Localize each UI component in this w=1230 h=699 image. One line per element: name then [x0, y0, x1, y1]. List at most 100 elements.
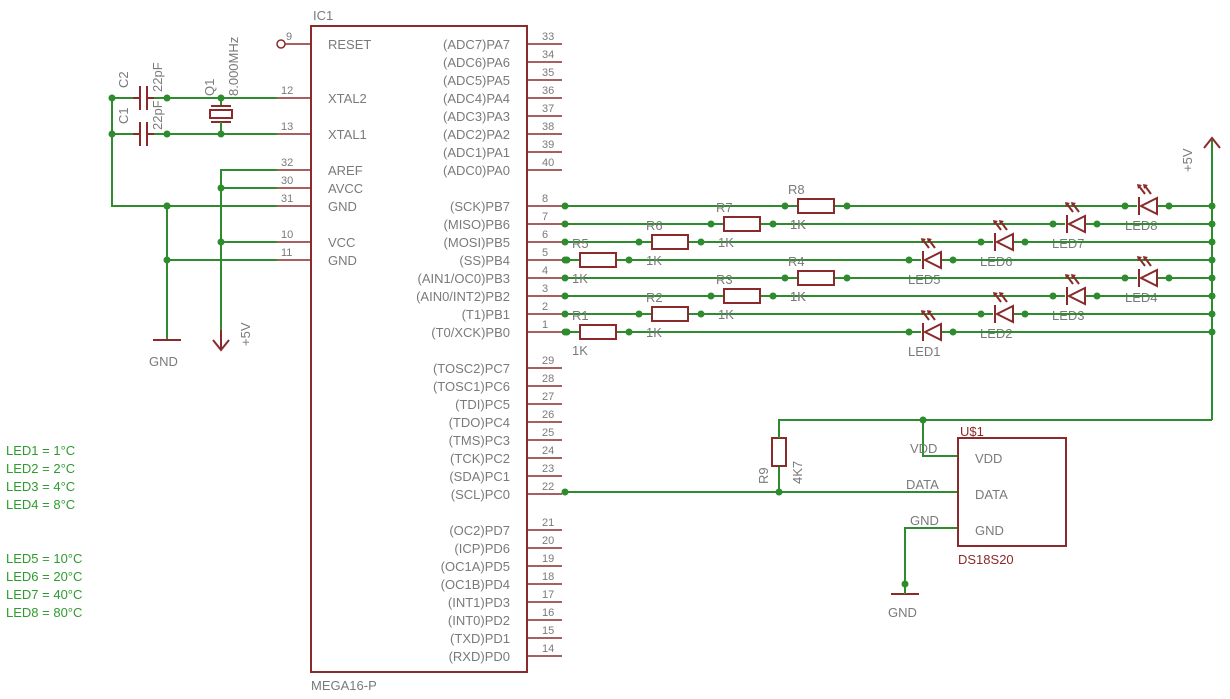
vcc-arrow-right — [1203, 136, 1221, 149]
ic1-mega16: IC1 MEGA16-P 9 RESET 12 XTAL2 13 XTAL1 3… — [276, 8, 562, 693]
c2-ref: C2 — [116, 71, 131, 88]
resistor-value: 1K — [790, 217, 806, 232]
q1-ref: Q1 — [202, 79, 217, 96]
resistor-value: 1K — [790, 289, 806, 304]
capacitor-c1 — [133, 122, 154, 146]
pin-num: 13 — [281, 121, 293, 133]
pin-name: XTAL2 — [328, 91, 367, 106]
pin-name: GND — [328, 253, 357, 268]
pin-name: (OC1A)PD5 — [441, 559, 510, 574]
capacitor-c2 — [133, 86, 154, 110]
resistor-r1 — [579, 324, 617, 340]
led-resistor-network: R8LED8R71KLED7R61KLED6R51KLED5R4LED4R31K… — [561, 182, 1216, 359]
pin-name: (MOSI)PB5 — [444, 235, 510, 250]
led-led1 — [921, 310, 942, 342]
ic1-right-pins: 33(ADC7)PA734(ADC6)PA635(ADC5)PA536(ADC4… — [416, 31, 562, 664]
pin-num: 38 — [542, 121, 554, 133]
pin-num: 1 — [542, 319, 548, 331]
pin-name: (SS)PB4 — [459, 253, 510, 268]
led-label: LED5 — [908, 272, 941, 287]
pin-name: GND — [328, 199, 357, 214]
resistor-r6 — [651, 234, 689, 250]
pin-num: 22 — [542, 481, 554, 493]
pin-name: (TDO)PC4 — [449, 415, 510, 430]
led-label: LED6 — [980, 254, 1013, 269]
pin-num: 30 — [281, 175, 293, 187]
sensor-net-vdd: VDD — [910, 441, 937, 456]
gnd-label-sensor: GND — [888, 605, 917, 620]
sensor-ref: U$1 — [960, 424, 984, 439]
resistor-r7 — [723, 216, 761, 232]
q1-value: 8.000MHz — [226, 37, 241, 96]
resistor-ref: R3 — [716, 272, 733, 287]
pin-num: 12 — [281, 85, 293, 97]
c2-value: 22pF — [150, 62, 165, 92]
led-led6 — [993, 220, 1014, 252]
pin-num: 17 — [542, 589, 554, 601]
pin-name: (AIN1/OC0)PB3 — [418, 271, 510, 286]
pin-name: (INT1)PD3 — [448, 595, 510, 610]
pin-num: 26 — [542, 409, 554, 421]
led-label: LED3 — [1052, 308, 1085, 323]
resistor-r4 — [797, 270, 835, 286]
resistor-value: 1K — [718, 307, 734, 322]
pin-name: (INT0)PD2 — [448, 613, 510, 628]
legend-line: LED6 = 20°C — [6, 569, 82, 584]
pin-name: (T1)PB1 — [462, 307, 510, 322]
ic1-ref: IC1 — [313, 8, 333, 23]
pin-name: (TXD)PD1 — [450, 631, 510, 646]
resistor-value: 1K — [646, 253, 662, 268]
led-label: LED2 — [980, 326, 1013, 341]
pin-name: (TOSC2)PC7 — [433, 361, 510, 376]
resistor-r9 — [771, 437, 787, 467]
pin-name: (ADC5)PA5 — [443, 73, 510, 88]
sensor-net-gnd: GND — [910, 513, 939, 528]
pin-name: (ICP)PD6 — [454, 541, 510, 556]
vcc-label-left: +5V — [238, 322, 253, 346]
pin-num: 28 — [542, 373, 554, 385]
pin-num: 31 — [281, 193, 293, 205]
pin-num: 10 — [281, 229, 293, 241]
pin-name: (TOSC1)PC6 — [433, 379, 510, 394]
resistor-value: 1K — [790, 289, 806, 304]
pin-num: 8 — [542, 193, 548, 205]
pin-num: 9 — [286, 31, 292, 43]
resistor-ref: R4 — [788, 254, 805, 269]
legend-line: LED4 = 8°C — [6, 497, 75, 512]
sensor-pin-data: DATA — [975, 487, 1008, 502]
pin-num: 25 — [542, 427, 554, 439]
led-legend: LED1 = 1°C LED2 = 2°C LED3 = 4°C LED4 = … — [6, 443, 82, 620]
temp-sensor-ds18s20: R9 4K7 GND U$1 DS18S20 VDD DATA GND VDD … — [561, 416, 1212, 620]
pin-name: (ADC6)PA6 — [443, 55, 510, 70]
pin-num: 32 — [281, 157, 293, 169]
pin-num: 40 — [542, 157, 554, 169]
led-label: LED1 — [908, 344, 941, 359]
pin-name: (TMS)PC3 — [449, 433, 510, 448]
pin-name: (ADC2)PA2 — [443, 127, 510, 142]
pin-name: (AIN0/INT2)PB2 — [416, 289, 510, 304]
resistor-ref: R1 — [572, 308, 589, 323]
sensor-pin-gnd: GND — [975, 523, 1004, 538]
pin-num: 15 — [542, 625, 554, 637]
pin-name: (OC1B)PD4 — [441, 577, 510, 592]
led-led8 — [1137, 184, 1158, 216]
pin-num: 16 — [542, 607, 554, 619]
pin-num: 33 — [542, 31, 554, 43]
gnd-label-left: GND — [149, 354, 178, 369]
pin-name: (ADC3)PA3 — [443, 109, 510, 124]
resistor-value: 1K — [646, 325, 662, 340]
pin-name: AVCC — [328, 181, 363, 196]
pin-num: 36 — [542, 85, 554, 97]
led-led2 — [993, 292, 1014, 324]
reset-inverter-bubble — [276, 39, 286, 49]
pin-num: 20 — [542, 535, 554, 547]
pin-num: 34 — [542, 49, 554, 61]
pin-name: (ADC4)PA4 — [443, 91, 510, 106]
led-led7 — [1065, 202, 1086, 234]
pin-num: 35 — [542, 67, 554, 79]
resistor-ref: R8 — [788, 182, 805, 197]
led-led5 — [921, 238, 942, 270]
ic1-body — [310, 25, 528, 673]
pin-name: (OC2)PD7 — [449, 523, 510, 538]
